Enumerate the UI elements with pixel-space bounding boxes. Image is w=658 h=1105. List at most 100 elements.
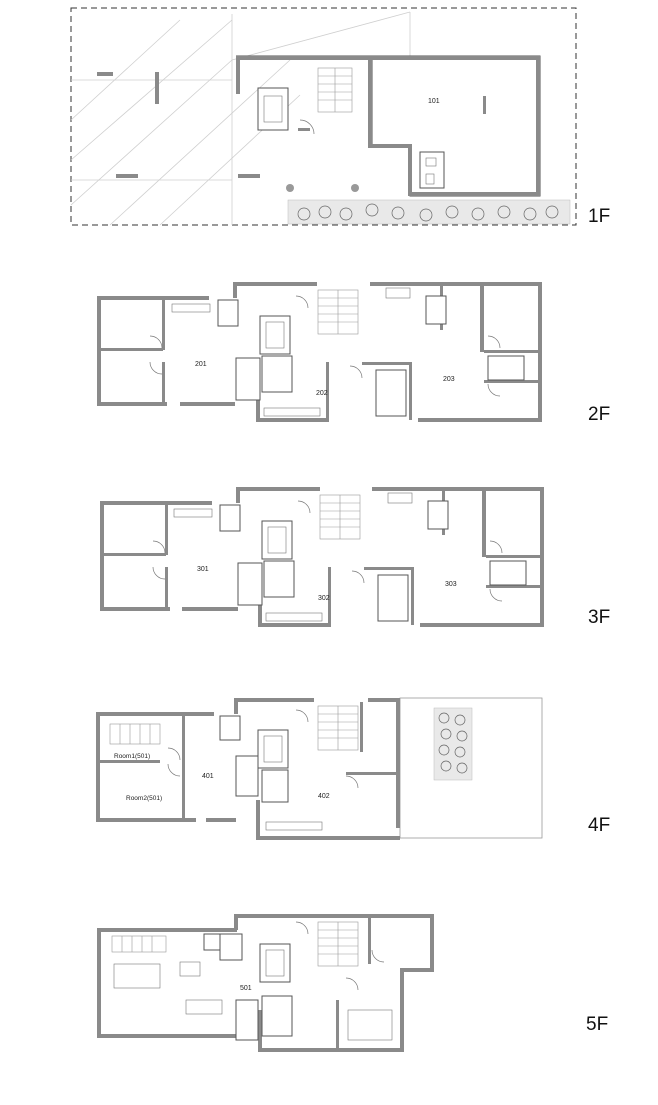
interior-walls (100, 702, 396, 822)
bathroom (261, 995, 293, 1037)
kitchen-counter (387, 492, 413, 504)
trees (297, 203, 559, 222)
wall-segment (372, 56, 540, 60)
bathroom (235, 357, 261, 401)
wall-segment (236, 60, 240, 94)
exterior-walls (97, 914, 434, 1052)
stair (319, 494, 361, 540)
unit-label: 401 (202, 773, 214, 780)
kitchen-island (185, 999, 223, 1015)
floor-level-label: 2F (588, 404, 610, 425)
exterior-walls (96, 698, 400, 840)
wall-segment (368, 60, 372, 148)
interior-walls (104, 487, 540, 627)
door-swings (295, 921, 385, 991)
column (483, 96, 486, 114)
wall-segment (372, 144, 412, 148)
bathroom (219, 715, 241, 741)
floor-plan-4f: Room1(501) Room2(501) 401 402 4F (96, 697, 610, 840)
floor-level-label: 1F (588, 206, 610, 227)
interior-stair (109, 723, 161, 745)
kitchen-counter (263, 407, 321, 417)
exterior-walls (100, 487, 544, 627)
parking-hatch (70, 11, 411, 226)
unit-label: 101 (428, 98, 440, 105)
interior-walls (336, 918, 371, 1050)
bathroom (427, 500, 449, 530)
door-swings (152, 500, 503, 602)
bathroom (261, 769, 289, 803)
interior-walls (101, 282, 538, 422)
bathroom (237, 562, 263, 606)
bathroom (235, 999, 259, 1041)
wall-segment (410, 192, 536, 196)
floor-plan-2f: 201 202 203 2F (97, 282, 610, 425)
elevator-car (265, 321, 285, 349)
bathroom (261, 355, 293, 393)
room-label: Room1(501) (114, 753, 150, 760)
floor-level-label: 4F (588, 815, 610, 836)
site-boundary (70, 7, 577, 226)
wall-segment (298, 128, 310, 131)
room-label: Room2(501) (126, 795, 162, 802)
bathroom (263, 560, 295, 598)
unit-label: 501 (240, 985, 252, 992)
door-swings (149, 295, 501, 397)
wall-segment (116, 174, 138, 178)
elevator-car (267, 526, 287, 554)
bathroom (203, 933, 221, 951)
bathroom (489, 560, 527, 586)
sink (425, 157, 437, 167)
kitchen-counter (173, 508, 213, 518)
kitchen-counter (385, 287, 411, 299)
bed (347, 1009, 393, 1041)
floor-plan-5f: 501 5F (97, 914, 608, 1052)
bathroom (487, 355, 525, 381)
bathroom (217, 299, 239, 327)
stair (317, 289, 359, 335)
bathroom (375, 369, 407, 417)
unit-label: 301 (197, 566, 209, 573)
sofa (113, 963, 161, 989)
planter (433, 707, 473, 781)
door-swings (167, 709, 359, 789)
exterior-walls (97, 282, 542, 422)
floor-level-label: 3F (588, 607, 610, 628)
unit-label: 202 (316, 390, 328, 397)
bathroom (219, 933, 243, 961)
elevator-car (265, 949, 285, 977)
unit-label: 302 (318, 595, 330, 602)
elevator-car (263, 95, 283, 123)
floor-plan-1f: 101 1F (70, 7, 610, 227)
table (179, 961, 201, 977)
wall-segment (236, 56, 372, 60)
unit-label: 201 (195, 361, 207, 368)
unit-label: 402 (318, 793, 330, 800)
elevator-car (263, 735, 283, 763)
bathroom (377, 574, 409, 622)
kitchen-counter (171, 303, 211, 313)
kitchen-counter (265, 612, 323, 622)
stair (317, 705, 359, 751)
wall-segment (536, 56, 540, 196)
stair (317, 67, 353, 113)
stair (317, 921, 359, 967)
wall-segment (155, 72, 159, 104)
floor-level-label: 5F (586, 1014, 608, 1035)
unit-label: 203 (443, 376, 455, 383)
bathroom (235, 755, 259, 797)
unit-label: 303 (445, 581, 457, 588)
wall-segment (238, 174, 260, 178)
wall-segment (97, 72, 113, 76)
planter-shrubs (438, 712, 468, 774)
interior-stair (111, 935, 167, 953)
floor-plan-3f: 301 302 303 3F (100, 487, 610, 628)
toilet (425, 173, 435, 185)
kitchen-counter (265, 821, 323, 831)
wall-segment (408, 144, 412, 196)
bathroom (425, 295, 447, 325)
door-swing (299, 119, 315, 135)
bathroom (219, 504, 241, 532)
column-round (351, 184, 359, 192)
